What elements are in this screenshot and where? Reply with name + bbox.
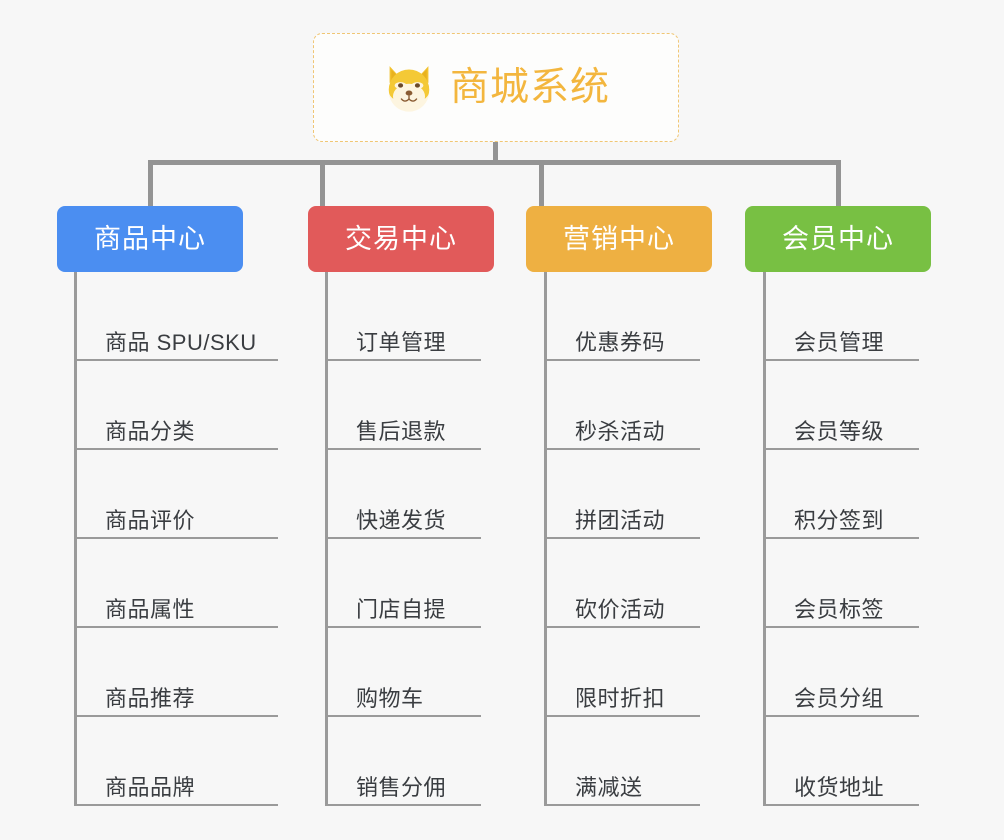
leaf-item-label: 优惠券码 bbox=[575, 329, 666, 355]
leaf-item-label: 商品推荐 bbox=[105, 685, 196, 711]
leaf-item-label: 限时折扣 bbox=[575, 685, 666, 711]
leaf-item[interactable]: 订单管理 bbox=[325, 272, 481, 361]
leaf-underline bbox=[544, 804, 700, 806]
leaf-item[interactable]: 优惠券码 bbox=[544, 272, 700, 361]
leaf-column-3: 优惠券码秒杀活动拼团活动砍价活动限时折扣满减送 bbox=[544, 272, 700, 806]
leaf-item-label: 销售分佣 bbox=[356, 774, 447, 800]
shiba-dog-face-icon bbox=[382, 61, 436, 115]
leaf-underline bbox=[325, 448, 481, 450]
leaf-item[interactable]: 快递发货 bbox=[325, 450, 481, 539]
leaf-item-label: 商品分类 bbox=[105, 418, 196, 444]
leaf-underline bbox=[544, 448, 700, 450]
connector-drop bbox=[836, 160, 841, 208]
leaf-item[interactable]: 购物车 bbox=[325, 628, 481, 717]
leaf-underline bbox=[544, 626, 700, 628]
leaf-item-label: 门店自提 bbox=[356, 596, 447, 622]
leaf-item-label: 满减送 bbox=[575, 774, 643, 800]
leaf-spine bbox=[763, 272, 766, 806]
leaf-item-label: 购物车 bbox=[356, 685, 424, 711]
root-title: 商城系统 bbox=[449, 66, 610, 109]
branch-label: 商品中心 bbox=[94, 223, 206, 254]
branch-label: 会员中心 bbox=[782, 223, 894, 254]
leaf-item[interactable]: 会员标签 bbox=[763, 539, 919, 628]
leaf-item[interactable]: 砍价活动 bbox=[544, 539, 700, 628]
leaf-underline bbox=[325, 804, 481, 806]
leaf-item[interactable]: 商品属性 bbox=[74, 539, 278, 628]
leaf-underline bbox=[763, 715, 919, 717]
leaf-underline bbox=[325, 626, 481, 628]
leaf-item[interactable]: 商品分类 bbox=[74, 361, 278, 450]
leaf-item-label: 商品 SPU/SKU bbox=[105, 329, 257, 355]
leaf-spine bbox=[74, 272, 77, 806]
leaf-item[interactable]: 收货地址 bbox=[763, 717, 919, 806]
leaf-item-label: 砍价活动 bbox=[575, 596, 666, 622]
leaf-item-label: 收货地址 bbox=[794, 774, 885, 800]
leaf-item-label: 快递发货 bbox=[356, 507, 447, 533]
leaf-item-label: 订单管理 bbox=[356, 329, 447, 355]
leaf-item[interactable]: 销售分佣 bbox=[325, 717, 481, 806]
leaf-item[interactable]: 拼团活动 bbox=[544, 450, 700, 539]
leaf-underline bbox=[74, 537, 278, 539]
branch-node-3[interactable]: 营销中心 bbox=[526, 206, 712, 272]
connector-bar bbox=[148, 160, 840, 165]
leaf-item[interactable]: 商品 SPU/SKU bbox=[74, 272, 278, 361]
leaf-item[interactable]: 商品推荐 bbox=[74, 628, 278, 717]
leaf-item-label: 拼团活动 bbox=[575, 507, 666, 533]
leaf-item[interactable]: 会员等级 bbox=[763, 361, 919, 450]
leaf-underline bbox=[544, 359, 700, 361]
leaf-column-4: 会员管理会员等级积分签到会员标签会员分组收货地址 bbox=[763, 272, 919, 806]
leaf-item-label: 商品属性 bbox=[105, 596, 196, 622]
branch-node-4[interactable]: 会员中心 bbox=[745, 206, 931, 272]
connector-drop bbox=[539, 160, 544, 208]
leaf-column-1: 商品 SPU/SKU 商品分类商品评价商品属性商品推荐商品品牌 bbox=[74, 272, 278, 806]
leaf-item-label: 售后退款 bbox=[356, 418, 447, 444]
leaf-item-label: 积分签到 bbox=[794, 507, 885, 533]
leaf-underline bbox=[763, 448, 919, 450]
leaf-underline bbox=[325, 359, 481, 361]
leaf-underline bbox=[763, 626, 919, 628]
leaf-item[interactable]: 积分签到 bbox=[763, 450, 919, 539]
leaf-item[interactable]: 秒杀活动 bbox=[544, 361, 700, 450]
leaf-spine bbox=[325, 272, 328, 806]
leaf-item[interactable]: 商品评价 bbox=[74, 450, 278, 539]
leaf-column-2: 订单管理售后退款快递发货门店自提购物车销售分佣 bbox=[325, 272, 481, 806]
leaf-item-label: 会员分组 bbox=[794, 685, 885, 711]
leaf-underline bbox=[74, 448, 278, 450]
leaf-item-label: 会员标签 bbox=[794, 596, 885, 622]
leaf-item[interactable]: 商品品牌 bbox=[74, 717, 278, 806]
leaf-item-label: 会员管理 bbox=[794, 329, 885, 355]
leaf-item[interactable]: 限时折扣 bbox=[544, 628, 700, 717]
leaf-underline bbox=[763, 537, 919, 539]
leaf-item[interactable]: 门店自提 bbox=[325, 539, 481, 628]
leaf-item-label: 秒杀活动 bbox=[575, 418, 666, 444]
leaf-spine bbox=[544, 272, 547, 806]
leaf-item[interactable]: 售后退款 bbox=[325, 361, 481, 450]
leaf-item[interactable]: 会员分组 bbox=[763, 628, 919, 717]
connector-drop bbox=[320, 160, 325, 208]
leaf-underline bbox=[763, 359, 919, 361]
leaf-underline bbox=[325, 715, 481, 717]
branch-label: 营销中心 bbox=[563, 223, 675, 254]
leaf-underline bbox=[74, 359, 278, 361]
connector-drop bbox=[148, 160, 153, 208]
leaf-item[interactable]: 满减送 bbox=[544, 717, 700, 806]
leaf-item-label: 会员等级 bbox=[794, 418, 885, 444]
leaf-underline bbox=[74, 804, 278, 806]
leaf-item-label: 商品品牌 bbox=[105, 774, 196, 800]
root-node[interactable]: 商城系统 bbox=[313, 33, 679, 142]
leaf-underline bbox=[325, 537, 481, 539]
branch-label: 交易中心 bbox=[345, 223, 457, 254]
leaf-underline bbox=[763, 804, 919, 806]
branch-node-2[interactable]: 交易中心 bbox=[308, 206, 494, 272]
leaf-underline bbox=[544, 537, 700, 539]
branch-node-1[interactable]: 商品中心 bbox=[57, 206, 243, 272]
leaf-underline bbox=[544, 715, 700, 717]
leaf-underline bbox=[74, 626, 278, 628]
leaf-item[interactable]: 会员管理 bbox=[763, 272, 919, 361]
leaf-underline bbox=[74, 715, 278, 717]
connector-stem bbox=[493, 142, 498, 164]
leaf-item-label: 商品评价 bbox=[105, 507, 196, 533]
